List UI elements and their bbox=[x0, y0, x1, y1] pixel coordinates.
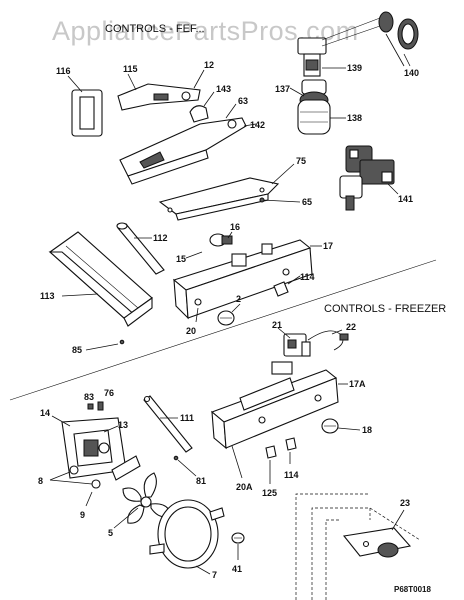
section-divider bbox=[9, 259, 437, 401]
part-7-fan-shroud bbox=[149, 499, 225, 569]
label-23: 23 bbox=[400, 498, 410, 508]
part-65-plate bbox=[158, 177, 280, 221]
label-81: 81 bbox=[196, 476, 206, 486]
part-116-gasket bbox=[71, 89, 103, 137]
label-8: 8 bbox=[38, 476, 43, 486]
label-21: 21 bbox=[272, 320, 282, 330]
label-65: 65 bbox=[302, 197, 312, 207]
part-115-bracket bbox=[117, 83, 201, 111]
label-114b: 114 bbox=[284, 470, 299, 480]
label-114a: 114 bbox=[300, 272, 315, 282]
label-13: 13 bbox=[118, 420, 128, 430]
label-113: 113 bbox=[40, 291, 55, 301]
part-139-valve-body bbox=[297, 17, 381, 77]
label-41: 41 bbox=[232, 564, 242, 574]
heading-top: CONTROLS - FEF... bbox=[105, 23, 205, 35]
label-76: 76 bbox=[104, 388, 114, 398]
label-112: 112 bbox=[153, 233, 168, 243]
part-41-screw bbox=[231, 532, 245, 544]
part-140-connectors bbox=[378, 11, 419, 50]
part-22-capillary bbox=[307, 330, 349, 351]
label-2: 2 bbox=[236, 294, 241, 304]
label-139: 139 bbox=[347, 63, 362, 73]
part-125-nut bbox=[265, 445, 277, 459]
figure-code: P68T0018 bbox=[394, 585, 431, 594]
label-138: 138 bbox=[347, 113, 362, 123]
part-83-screw bbox=[87, 401, 104, 411]
label-63: 63 bbox=[238, 96, 248, 106]
label-142: 142 bbox=[250, 120, 265, 130]
label-14: 14 bbox=[40, 408, 50, 418]
heading-freezer: CONTROLS - FREEZER bbox=[324, 303, 446, 315]
part-2-knob bbox=[217, 310, 235, 326]
part-138-capsule bbox=[297, 79, 331, 135]
label-83: 83 bbox=[84, 392, 94, 402]
part-21-thermostat bbox=[283, 333, 311, 357]
label-17a: 17A bbox=[349, 379, 366, 389]
label-17: 17 bbox=[323, 241, 333, 251]
part-23-hinge bbox=[342, 527, 412, 558]
label-20: 20 bbox=[186, 326, 196, 336]
label-18: 18 bbox=[362, 425, 372, 435]
label-20a: 20A bbox=[236, 482, 253, 492]
label-137: 137 bbox=[275, 84, 290, 94]
part-141-valve bbox=[339, 145, 395, 211]
label-143: 143 bbox=[216, 84, 231, 94]
part-16-lamp bbox=[209, 233, 233, 247]
label-75: 75 bbox=[296, 156, 306, 166]
part-143-clip bbox=[189, 105, 209, 123]
label-12: 12 bbox=[204, 60, 214, 70]
part-13-fan-motor bbox=[61, 417, 141, 481]
label-115: 115 bbox=[123, 64, 138, 74]
label-9: 9 bbox=[80, 510, 85, 520]
part-113-trough bbox=[48, 231, 153, 327]
label-85: 85 bbox=[72, 345, 82, 355]
label-16: 16 bbox=[230, 222, 240, 232]
part-17-control-housing bbox=[172, 239, 313, 320]
label-125: 125 bbox=[262, 488, 277, 498]
label-141: 141 bbox=[398, 194, 413, 204]
part-111-strap bbox=[143, 395, 193, 453]
label-7: 7 bbox=[212, 570, 217, 580]
label-5: 5 bbox=[108, 528, 113, 538]
part-114-nut-freezer bbox=[285, 437, 297, 451]
label-116: 116 bbox=[56, 66, 71, 76]
part-17a-control-housing bbox=[210, 361, 339, 450]
label-140: 140 bbox=[404, 68, 419, 78]
part-8-grommets bbox=[69, 465, 101, 489]
cabinet-corner bbox=[295, 493, 421, 600]
part-142-housing bbox=[119, 117, 247, 185]
label-22: 22 bbox=[346, 322, 356, 332]
part-112-tube bbox=[116, 222, 165, 275]
label-15: 15 bbox=[176, 254, 186, 264]
part-114-nut bbox=[273, 281, 289, 297]
part-18-knob bbox=[321, 418, 339, 434]
label-111: 111 bbox=[180, 413, 194, 423]
